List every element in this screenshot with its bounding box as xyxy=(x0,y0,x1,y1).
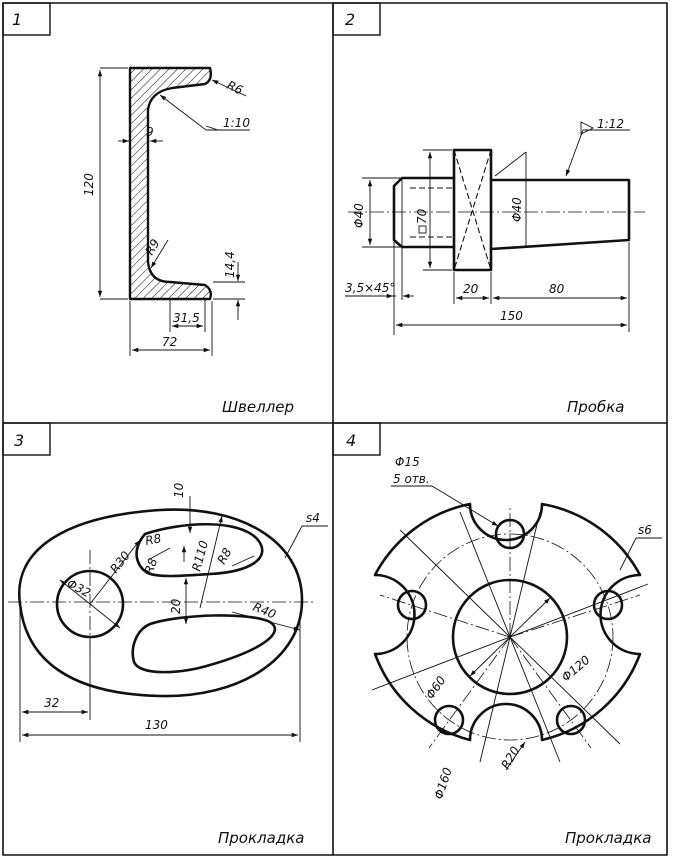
dim-phi32: Φ32 xyxy=(65,576,93,600)
dim-phi160: Φ160 xyxy=(432,765,455,800)
channel-dimensions: 120 R6 1:10 9 R9 14,4 31,5 72 xyxy=(82,67,250,356)
plug-dimensions: 1:12 Φ40 70 Φ40 3,5×45° 20 80 150 xyxy=(345,117,630,335)
dim-150: 150 xyxy=(500,309,523,323)
panel-4-number: 4 xyxy=(346,431,356,450)
dim-r110: R110 xyxy=(189,539,211,573)
dim-phi15: Φ15 xyxy=(395,455,420,469)
dim-31-5: 31,5 xyxy=(173,311,200,325)
dim-32: 32 xyxy=(44,696,59,710)
dim-taper: 1:12 xyxy=(597,117,624,131)
dim-20-gasket: 20 xyxy=(169,598,183,614)
dim-s4: s4 xyxy=(306,511,320,525)
dim-sq70: 70 xyxy=(415,208,429,224)
plug-outline xyxy=(348,148,645,272)
dim-r6: R6 xyxy=(225,78,246,98)
panel-1-number: 1 xyxy=(12,10,22,29)
panel-3-caption: Прокладка xyxy=(218,829,304,847)
dim-130: 130 xyxy=(145,718,168,732)
dim-phi40-right: Φ40 xyxy=(510,197,524,222)
panel-4-number-box: 4 xyxy=(332,422,381,456)
panel-1-caption: Швеллер xyxy=(222,398,294,416)
dim-9: 9 xyxy=(146,125,154,139)
panel-4-caption: Прокладка xyxy=(565,829,651,847)
panel-2-number-box: 2 xyxy=(332,2,381,36)
dim-72: 72 xyxy=(162,335,177,349)
channel-section xyxy=(128,66,213,301)
panel-1-number-box: 1 xyxy=(2,2,51,36)
dim-r8-c: R8 xyxy=(214,545,234,566)
dim-phi60: Φ60 xyxy=(423,673,449,702)
dim-r8-b: R8 xyxy=(142,556,161,576)
dim-r30: R30 xyxy=(107,548,133,576)
dim-slope: 1:10 xyxy=(223,116,250,130)
dim-chamfer: 3,5×45° xyxy=(345,281,395,295)
dim-r9: R9 xyxy=(142,237,162,258)
panel-2-number: 2 xyxy=(345,10,355,29)
gasket-s6-dimensions: Φ15 5 отв. s6 Φ60 Φ120 Φ160 R20 xyxy=(391,455,662,801)
dim-14-4: 14,4 xyxy=(223,251,237,278)
dim-80: 80 xyxy=(549,282,565,296)
gasket-s4-dimensions: 10 s4 R8 R8 R8 R30 Φ32 R110 20 R40 32 13… xyxy=(19,482,328,742)
dim-phi40-left: Φ40 xyxy=(352,203,366,228)
dim-s6: s6 xyxy=(638,523,652,537)
panel-3-number: 3 xyxy=(14,431,24,450)
panel-3-number-box: 3 xyxy=(2,422,51,456)
dim-20: 20 xyxy=(463,282,479,296)
dim-10: 10 xyxy=(172,482,186,498)
dim-r8-a: R8 xyxy=(144,531,163,548)
dim-holes-count: 5 отв. xyxy=(393,472,430,486)
dim-r20: R20 xyxy=(498,744,522,772)
dim-120: 120 xyxy=(82,173,96,196)
panel-2-caption: Пробка xyxy=(567,398,624,416)
gasket-s6 xyxy=(371,502,649,763)
gasket-s4 xyxy=(8,508,315,698)
